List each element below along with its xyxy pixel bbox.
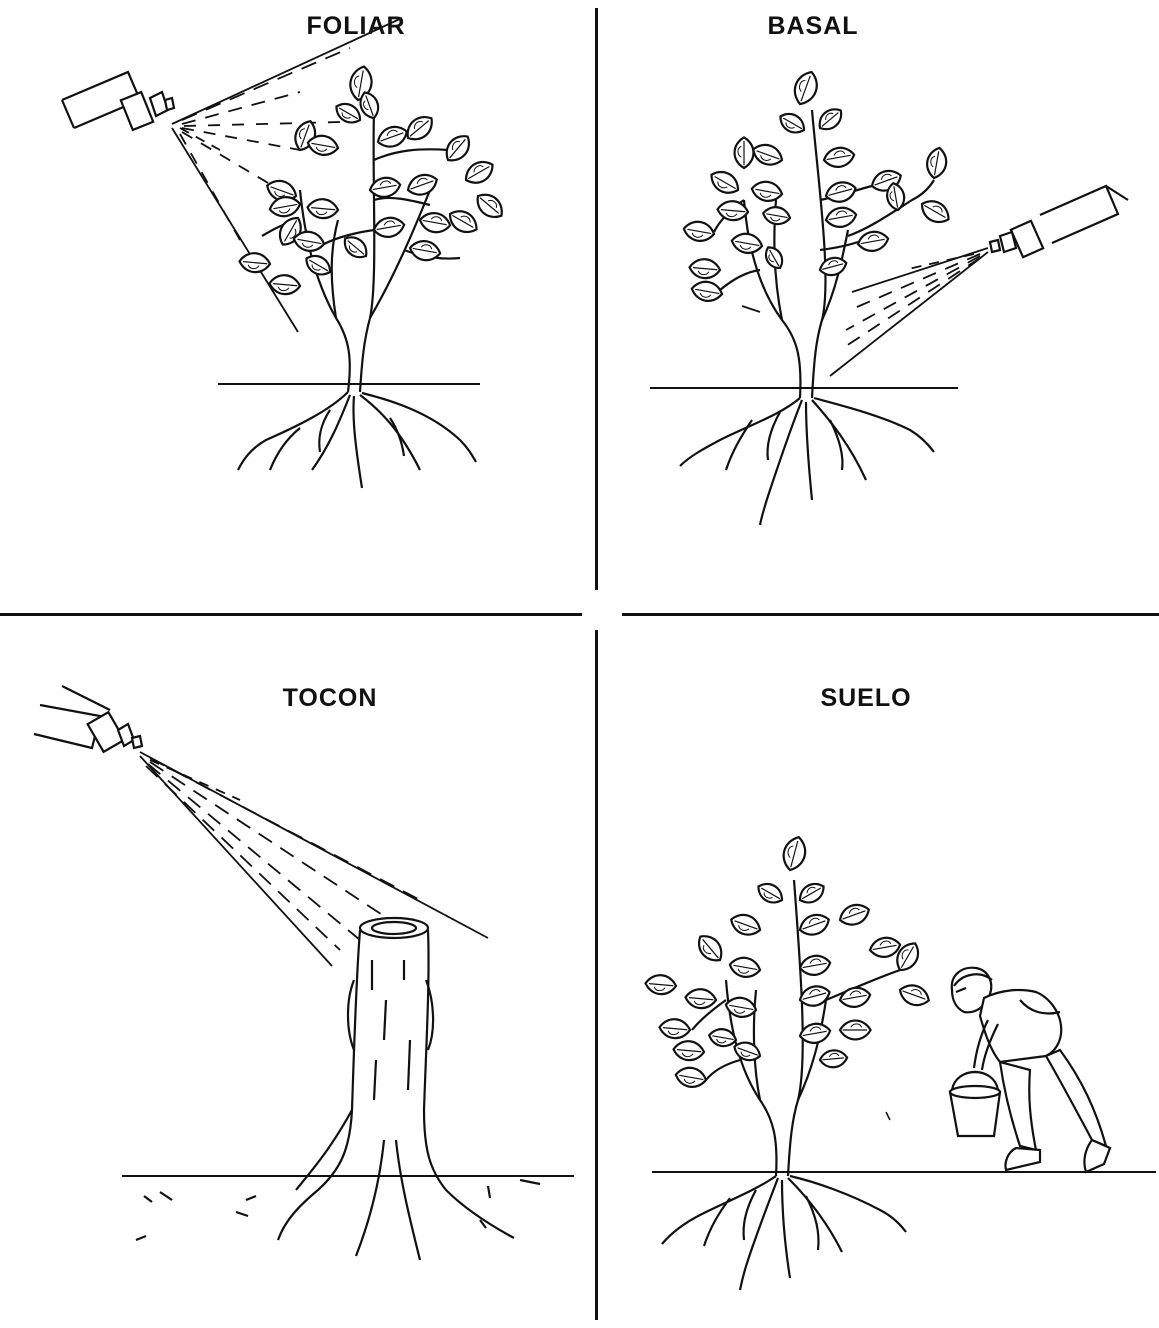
worker-with-bucket-icon bbox=[950, 968, 1110, 1172]
